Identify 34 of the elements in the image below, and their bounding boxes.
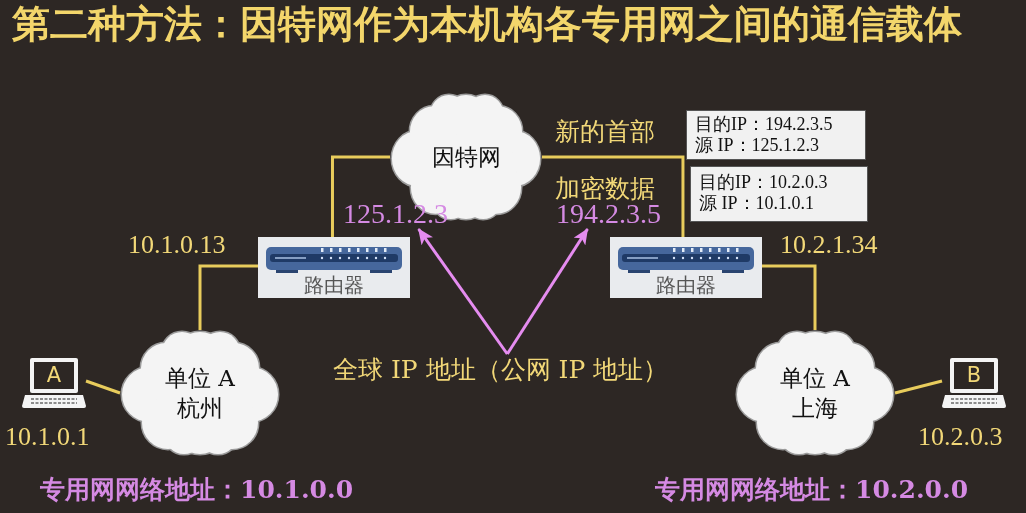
screen-letter: B (965, 362, 983, 389)
address-line: 源 IP：125.1.2.3 (695, 135, 820, 156)
caption-text: 新的首部 (555, 117, 655, 147)
ip-address: 10.1.0.1 (5, 422, 90, 452)
header-box (686, 110, 866, 160)
ip-address: 10.2.1.34 (780, 230, 878, 260)
cloud-label: 单位 A (780, 364, 850, 393)
address-line: 目的IP：194.2.3.5 (695, 114, 834, 135)
connector-line (331, 155, 390, 237)
title: 第二种方法：因特网作为本机构各专用网之间的通信载体 (12, 2, 962, 46)
ip-address: 125.1.2.3 (343, 199, 448, 229)
connector-line (762, 264, 817, 330)
device-label: 路由器 (655, 273, 717, 297)
connector-line (198, 264, 258, 330)
connector-line (542, 155, 685, 237)
cloud-label: 杭州 (177, 394, 223, 423)
cloud-label: 上海 (792, 394, 838, 423)
arrow (506, 228, 589, 355)
router-box (610, 237, 762, 298)
ip-address: 10.2.0.3 (918, 422, 1003, 452)
connector-line (85, 379, 121, 395)
header-box (690, 166, 868, 222)
device-label: 路由器 (303, 273, 365, 297)
cloud-label: 因特网 (431, 143, 501, 172)
screen-letter: A (45, 362, 63, 389)
connector-line (894, 379, 943, 395)
arrow (417, 228, 509, 355)
address-line: 目的IP：10.2.0.3 (699, 172, 829, 193)
caption-text: 加密数据 (555, 174, 655, 204)
cloud-label: 单位 A (165, 364, 235, 393)
router-box (258, 237, 410, 298)
address-line: 源 IP：10.1.0.1 (699, 193, 815, 214)
note-text: 全球 IP 地址（公网 IP 地址） (333, 354, 669, 386)
ip-address: 10.1.0.13 (128, 230, 226, 260)
